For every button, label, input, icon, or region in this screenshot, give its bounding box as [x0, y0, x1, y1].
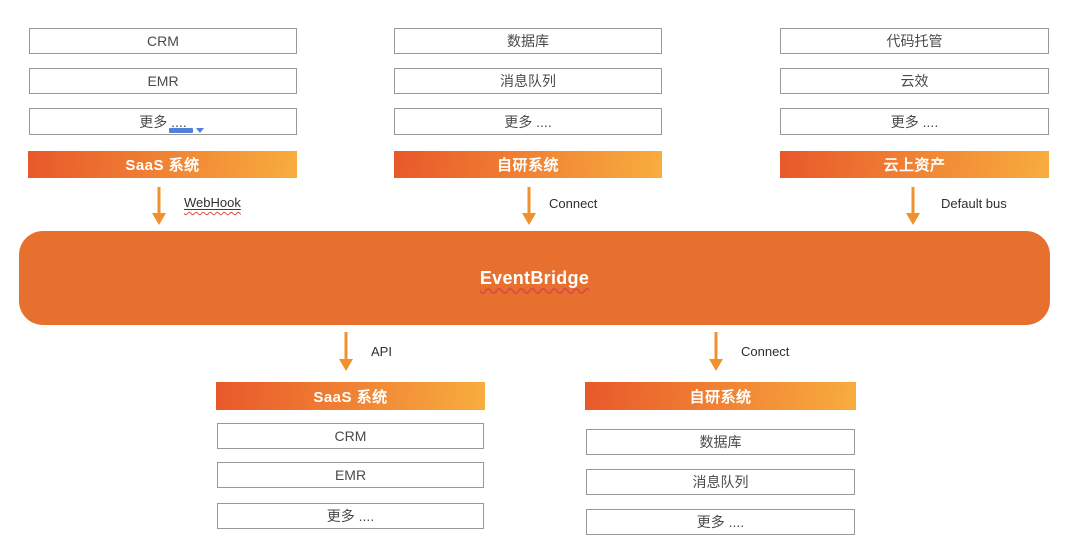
box-crm-source: CRM — [29, 28, 297, 54]
flow-label-api: API — [371, 344, 392, 359]
flow-label-connect-bottom: Connect — [741, 344, 790, 359]
box-more-selfbuilt-target: 更多 .... — [586, 509, 855, 535]
chevron-down-icon — [196, 128, 204, 133]
box-message-queue-target: 消息队列 — [586, 469, 855, 495]
bar-saas-system-target: SaaS 系统 — [216, 382, 485, 410]
down-arrow-icon — [906, 187, 920, 225]
box-more-saas-source: 更多 .... — [29, 108, 297, 135]
down-arrow-icon — [152, 187, 166, 225]
box-crm-target: CRM — [217, 423, 484, 449]
box-emr-target: EMR — [217, 462, 484, 488]
box-database-target: 数据库 — [586, 429, 855, 455]
down-arrow-icon — [709, 332, 723, 371]
box-message-queue-source: 消息队列 — [394, 68, 662, 94]
bar-saas-system-source: SaaS 系统 — [28, 151, 297, 178]
autocorrect-bar-icon — [169, 128, 193, 133]
eventbridge-hub: EventBridge — [19, 231, 1050, 325]
down-arrow-icon — [339, 332, 353, 371]
flow-label-default-bus: Default bus — [941, 196, 1007, 211]
flow-label-webhook: WebHook — [184, 195, 241, 210]
down-arrow-icon — [522, 187, 536, 225]
bar-selfbuilt-system-source: 自研系统 — [394, 151, 662, 178]
autocorrect-dropdown[interactable] — [169, 128, 204, 133]
flow-label-webhook-text: WebHook — [184, 195, 241, 210]
box-more-cloud-assets: 更多 .... — [780, 108, 1049, 135]
box-more-saas-target: 更多 .... — [217, 503, 484, 529]
bar-selfbuilt-system-target: 自研系统 — [585, 382, 856, 410]
flow-label-connect-top: Connect — [549, 196, 598, 211]
box-database-source: 数据库 — [394, 28, 662, 54]
bar-cloud-assets: 云上资产 — [780, 151, 1049, 178]
box-yunxiao: 云效 — [780, 68, 1049, 94]
box-emr-source: EMR — [29, 68, 297, 94]
eventbridge-hub-label: EventBridge — [479, 267, 590, 288]
box-code-hosting: 代码托管 — [780, 28, 1049, 54]
box-more-selfbuilt-source: 更多 .... — [394, 108, 662, 135]
